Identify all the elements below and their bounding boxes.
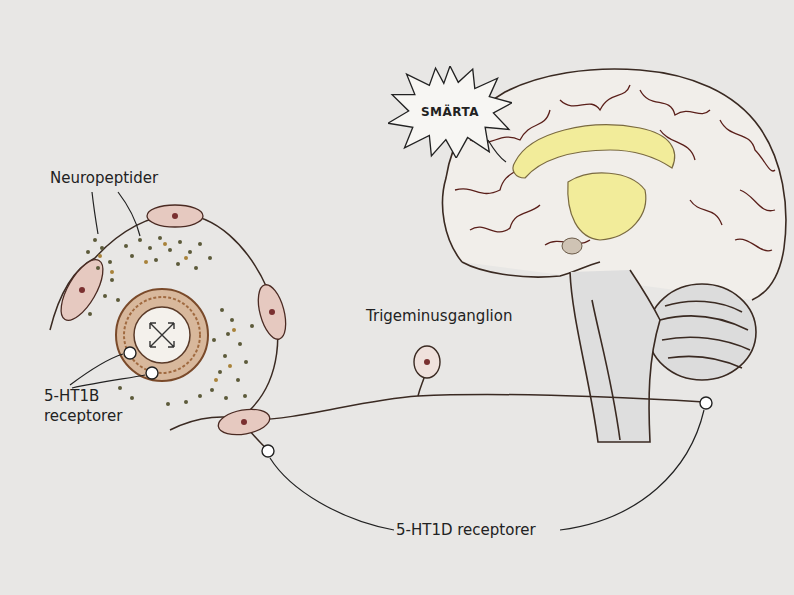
- annotation-label: Neuropeptider: [50, 168, 158, 188]
- nerve-fibres: [50, 214, 704, 448]
- ganglion-nucleus: [424, 359, 430, 365]
- corpus-callosum: [513, 125, 675, 178]
- gyri: [455, 85, 775, 251]
- pain-text: SMÄRTA: [421, 105, 479, 119]
- annotation-label: 5-HT1B receptorer: [44, 386, 156, 427]
- pain-burst: SMÄRTA: [388, 66, 512, 158]
- starburst-shape: [388, 66, 512, 158]
- neuropeptide-dots-light: [98, 242, 236, 382]
- annotation-label: 5-HT1D receptorer: [396, 520, 536, 540]
- blood-vessel: [116, 289, 208, 381]
- annotation-label: Trigeminusganglion: [366, 306, 512, 326]
- midbrain-part: [562, 238, 582, 254]
- cell-nuclei: [79, 213, 275, 425]
- receptor-circles: [124, 347, 712, 457]
- ganglion-cell: [414, 346, 440, 378]
- leader-lines: [70, 140, 704, 530]
- thalamus: [568, 173, 646, 240]
